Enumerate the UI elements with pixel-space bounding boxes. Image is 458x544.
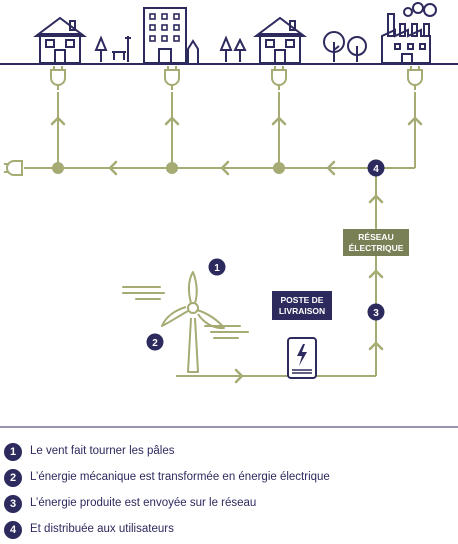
energy-flow-diagram: POSTE DE LIVRAISON RÉSEAU ÉLECTRIQUE 4 3… bbox=[0, 2, 458, 428]
plug-icon bbox=[164, 66, 180, 90]
legend-text: Et distribuée aux utilisateurs bbox=[30, 523, 174, 535]
poste-label-line1: POSTE DE bbox=[281, 295, 324, 305]
legend-number: 1 bbox=[4, 443, 22, 461]
reseau-label-line1: RÉSEAU bbox=[358, 232, 393, 242]
arrow-left-icon bbox=[220, 160, 230, 176]
svg-text:4: 4 bbox=[373, 164, 379, 175]
wind-lines-icon bbox=[122, 286, 249, 339]
junction-dot bbox=[273, 162, 285, 174]
tree-icon bbox=[219, 35, 247, 62]
reseau-label-line2: ÉLECTRIQUE bbox=[349, 243, 404, 253]
junction-dot bbox=[166, 162, 178, 174]
apartment-building-icon bbox=[143, 7, 199, 64]
legend-text: L’énergie mécanique est transformée en é… bbox=[30, 471, 330, 483]
svg-text:1: 1 bbox=[214, 263, 220, 274]
arrow-up-icon bbox=[50, 116, 66, 126]
reseau-label-box bbox=[343, 229, 409, 256]
house-icon bbox=[33, 16, 87, 64]
svg-text:3: 3 bbox=[373, 308, 379, 319]
legend-item: 3 L’énergie produite est envoyée sur le … bbox=[4, 492, 454, 518]
arrow-up-icon bbox=[271, 116, 287, 126]
plug-icon bbox=[271, 66, 287, 90]
junction-dot bbox=[52, 162, 64, 174]
legend-number: 3 bbox=[4, 495, 22, 513]
factory-icon bbox=[381, 2, 437, 64]
arrow-up-icon bbox=[368, 194, 384, 204]
arrow-up-icon bbox=[164, 116, 180, 126]
tree-icon bbox=[323, 31, 367, 62]
house-icon bbox=[253, 16, 307, 64]
wind-turbine-icon bbox=[161, 271, 225, 377]
plug-icon bbox=[407, 66, 423, 90]
arrow-up-icon bbox=[368, 269, 384, 279]
legend-number: 4 bbox=[4, 521, 22, 539]
tree-icon bbox=[94, 35, 131, 62]
legend-text: L’énergie produite est envoyée sur le ré… bbox=[30, 497, 257, 509]
legend-number: 2 bbox=[4, 469, 22, 487]
legend-text: Le vent fait tourner les pâles bbox=[30, 445, 175, 457]
arrow-right-icon bbox=[234, 368, 244, 384]
arrow-left-icon bbox=[108, 160, 118, 176]
delivery-station-icon bbox=[287, 337, 317, 379]
poste-label-line2: LIVRAISON bbox=[279, 306, 325, 316]
legend: 1 Le vent fait tourner les pâles 2 L’éne… bbox=[4, 440, 454, 544]
step-marker-3: 3 bbox=[367, 303, 385, 321]
step-marker-4: 4 bbox=[367, 159, 385, 177]
arrow-up-icon bbox=[407, 116, 423, 126]
svg-text:2: 2 bbox=[152, 338, 158, 349]
legend-item: 2 L’énergie mécanique est transformée en… bbox=[4, 466, 454, 492]
poste-label-box bbox=[272, 291, 332, 320]
legend-item: 1 Le vent fait tourner les pâles bbox=[4, 440, 454, 466]
plug-icon bbox=[4, 160, 23, 176]
step-marker-1: 1 bbox=[208, 258, 226, 276]
arrow-left-icon bbox=[326, 160, 336, 176]
step-marker-2: 2 bbox=[146, 333, 164, 351]
legend-item: 4 Et distribuée aux utilisateurs bbox=[4, 518, 454, 544]
plug-icon bbox=[50, 66, 66, 90]
arrow-up-icon bbox=[368, 341, 384, 351]
